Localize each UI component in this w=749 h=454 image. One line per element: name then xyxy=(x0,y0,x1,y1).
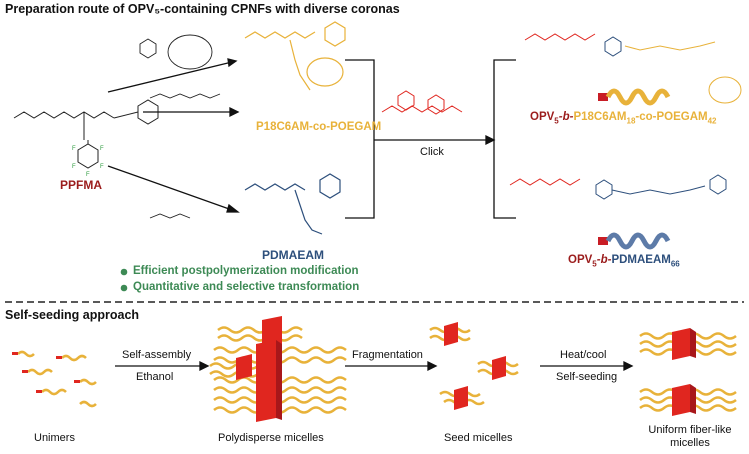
svg-text:F: F xyxy=(72,146,76,152)
bullet-1: Efficient postpolymerization modificatio… xyxy=(133,265,359,277)
ppfma-label: PPFMA xyxy=(60,178,102,192)
unimer-heads xyxy=(12,352,80,393)
product2-coil-icon xyxy=(598,232,671,250)
uniform-micelles-graphic xyxy=(639,328,737,416)
product1-label: OPV5-b-P18C6AM18-co-POEGAM42 xyxy=(530,111,717,126)
polydisperse-micelles-graphic xyxy=(209,316,347,422)
pdmaeam-polymer xyxy=(244,173,341,235)
seed-micelles-graphic xyxy=(429,322,519,410)
step3-top: Heat/cool xyxy=(560,349,607,361)
p18-polymer xyxy=(244,21,346,91)
reaction-arrows xyxy=(107,58,240,213)
product1-structure xyxy=(524,33,742,104)
peg-reagent xyxy=(149,93,221,99)
crown-ether-reagent xyxy=(139,34,213,70)
dmaeam-reagent xyxy=(149,213,191,219)
product2-label: OPV5-b-PDMAEAM66 xyxy=(568,254,680,269)
unimers-label: Unimers xyxy=(34,432,75,444)
svg-text:F: F xyxy=(72,164,76,170)
top-title: Preparation route of OPV₅-containing CPN… xyxy=(5,2,400,16)
step1-top: Self-assembly xyxy=(122,349,192,361)
step1-bottom: Ethanol xyxy=(136,371,174,383)
svg-text:F: F xyxy=(100,146,104,152)
ppfma-structure xyxy=(13,99,159,169)
seed-label: Seed micelles xyxy=(444,432,513,444)
bottom-title: Self-seeding approach xyxy=(5,308,140,322)
svg-text:F: F xyxy=(86,172,90,178)
poly-label: Polydisperse micelles xyxy=(218,432,324,444)
bullet-dot-2 xyxy=(120,284,128,292)
product2-structure xyxy=(509,174,727,200)
step3-bottom: Self-seeding xyxy=(556,371,618,383)
uniform-label: Uniform fiber-like micelles xyxy=(648,424,732,449)
product1-coil-icon xyxy=(598,88,671,106)
unimers-graphic xyxy=(17,350,97,408)
svg-text:F: F xyxy=(100,164,104,170)
opv5-structure xyxy=(381,90,463,115)
click-label: Click xyxy=(420,146,444,158)
bullet-dot-1 xyxy=(120,268,128,276)
click-bracket xyxy=(345,59,516,219)
bottom-arrows xyxy=(115,360,634,372)
bullet-2: Quantitative and selective transformatio… xyxy=(133,281,360,293)
pdmaeam-label: PDMAEAM xyxy=(262,248,324,262)
p18-label: P18C6AM-co-POEGAM xyxy=(256,121,382,133)
step2-top: Fragmentation xyxy=(352,349,423,361)
